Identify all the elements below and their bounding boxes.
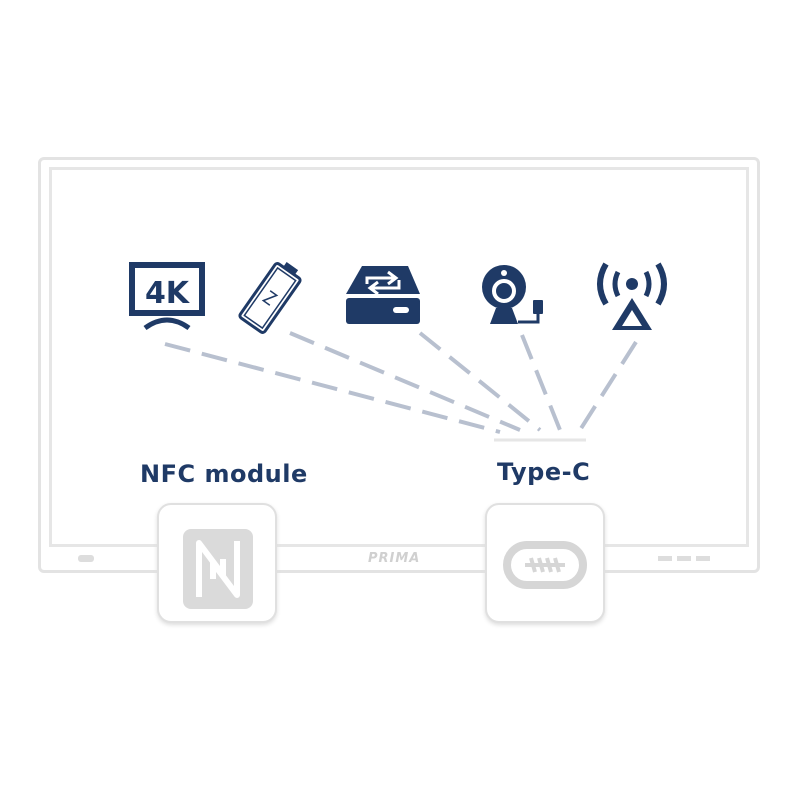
type-c-card bbox=[485, 503, 605, 623]
front-buttons bbox=[658, 556, 710, 561]
connection-line bbox=[520, 334, 562, 431]
connection-line bbox=[289, 331, 521, 432]
storage-sync-icon bbox=[346, 266, 420, 324]
4k-tv-icon: 4K bbox=[129, 262, 205, 331]
svg-text:4K: 4K bbox=[145, 276, 191, 311]
connection-line bbox=[418, 331, 542, 432]
power-button bbox=[78, 555, 94, 562]
connection-line bbox=[578, 340, 638, 432]
nfc-icon bbox=[183, 529, 253, 609]
display-screen bbox=[49, 167, 749, 547]
type-c-label: Type-C bbox=[497, 458, 591, 486]
nfc-module-label: NFC module bbox=[140, 460, 308, 488]
usb-c-port-icon bbox=[503, 541, 587, 589]
connection-line bbox=[164, 342, 501, 434]
antenna-signal-icon bbox=[597, 262, 667, 330]
display-frame bbox=[38, 157, 760, 573]
brand-logo: PRIMA bbox=[368, 551, 421, 566]
battery-charging-icon bbox=[238, 262, 302, 334]
nfc-module-card bbox=[157, 503, 277, 623]
webcam-icon bbox=[482, 265, 543, 324]
